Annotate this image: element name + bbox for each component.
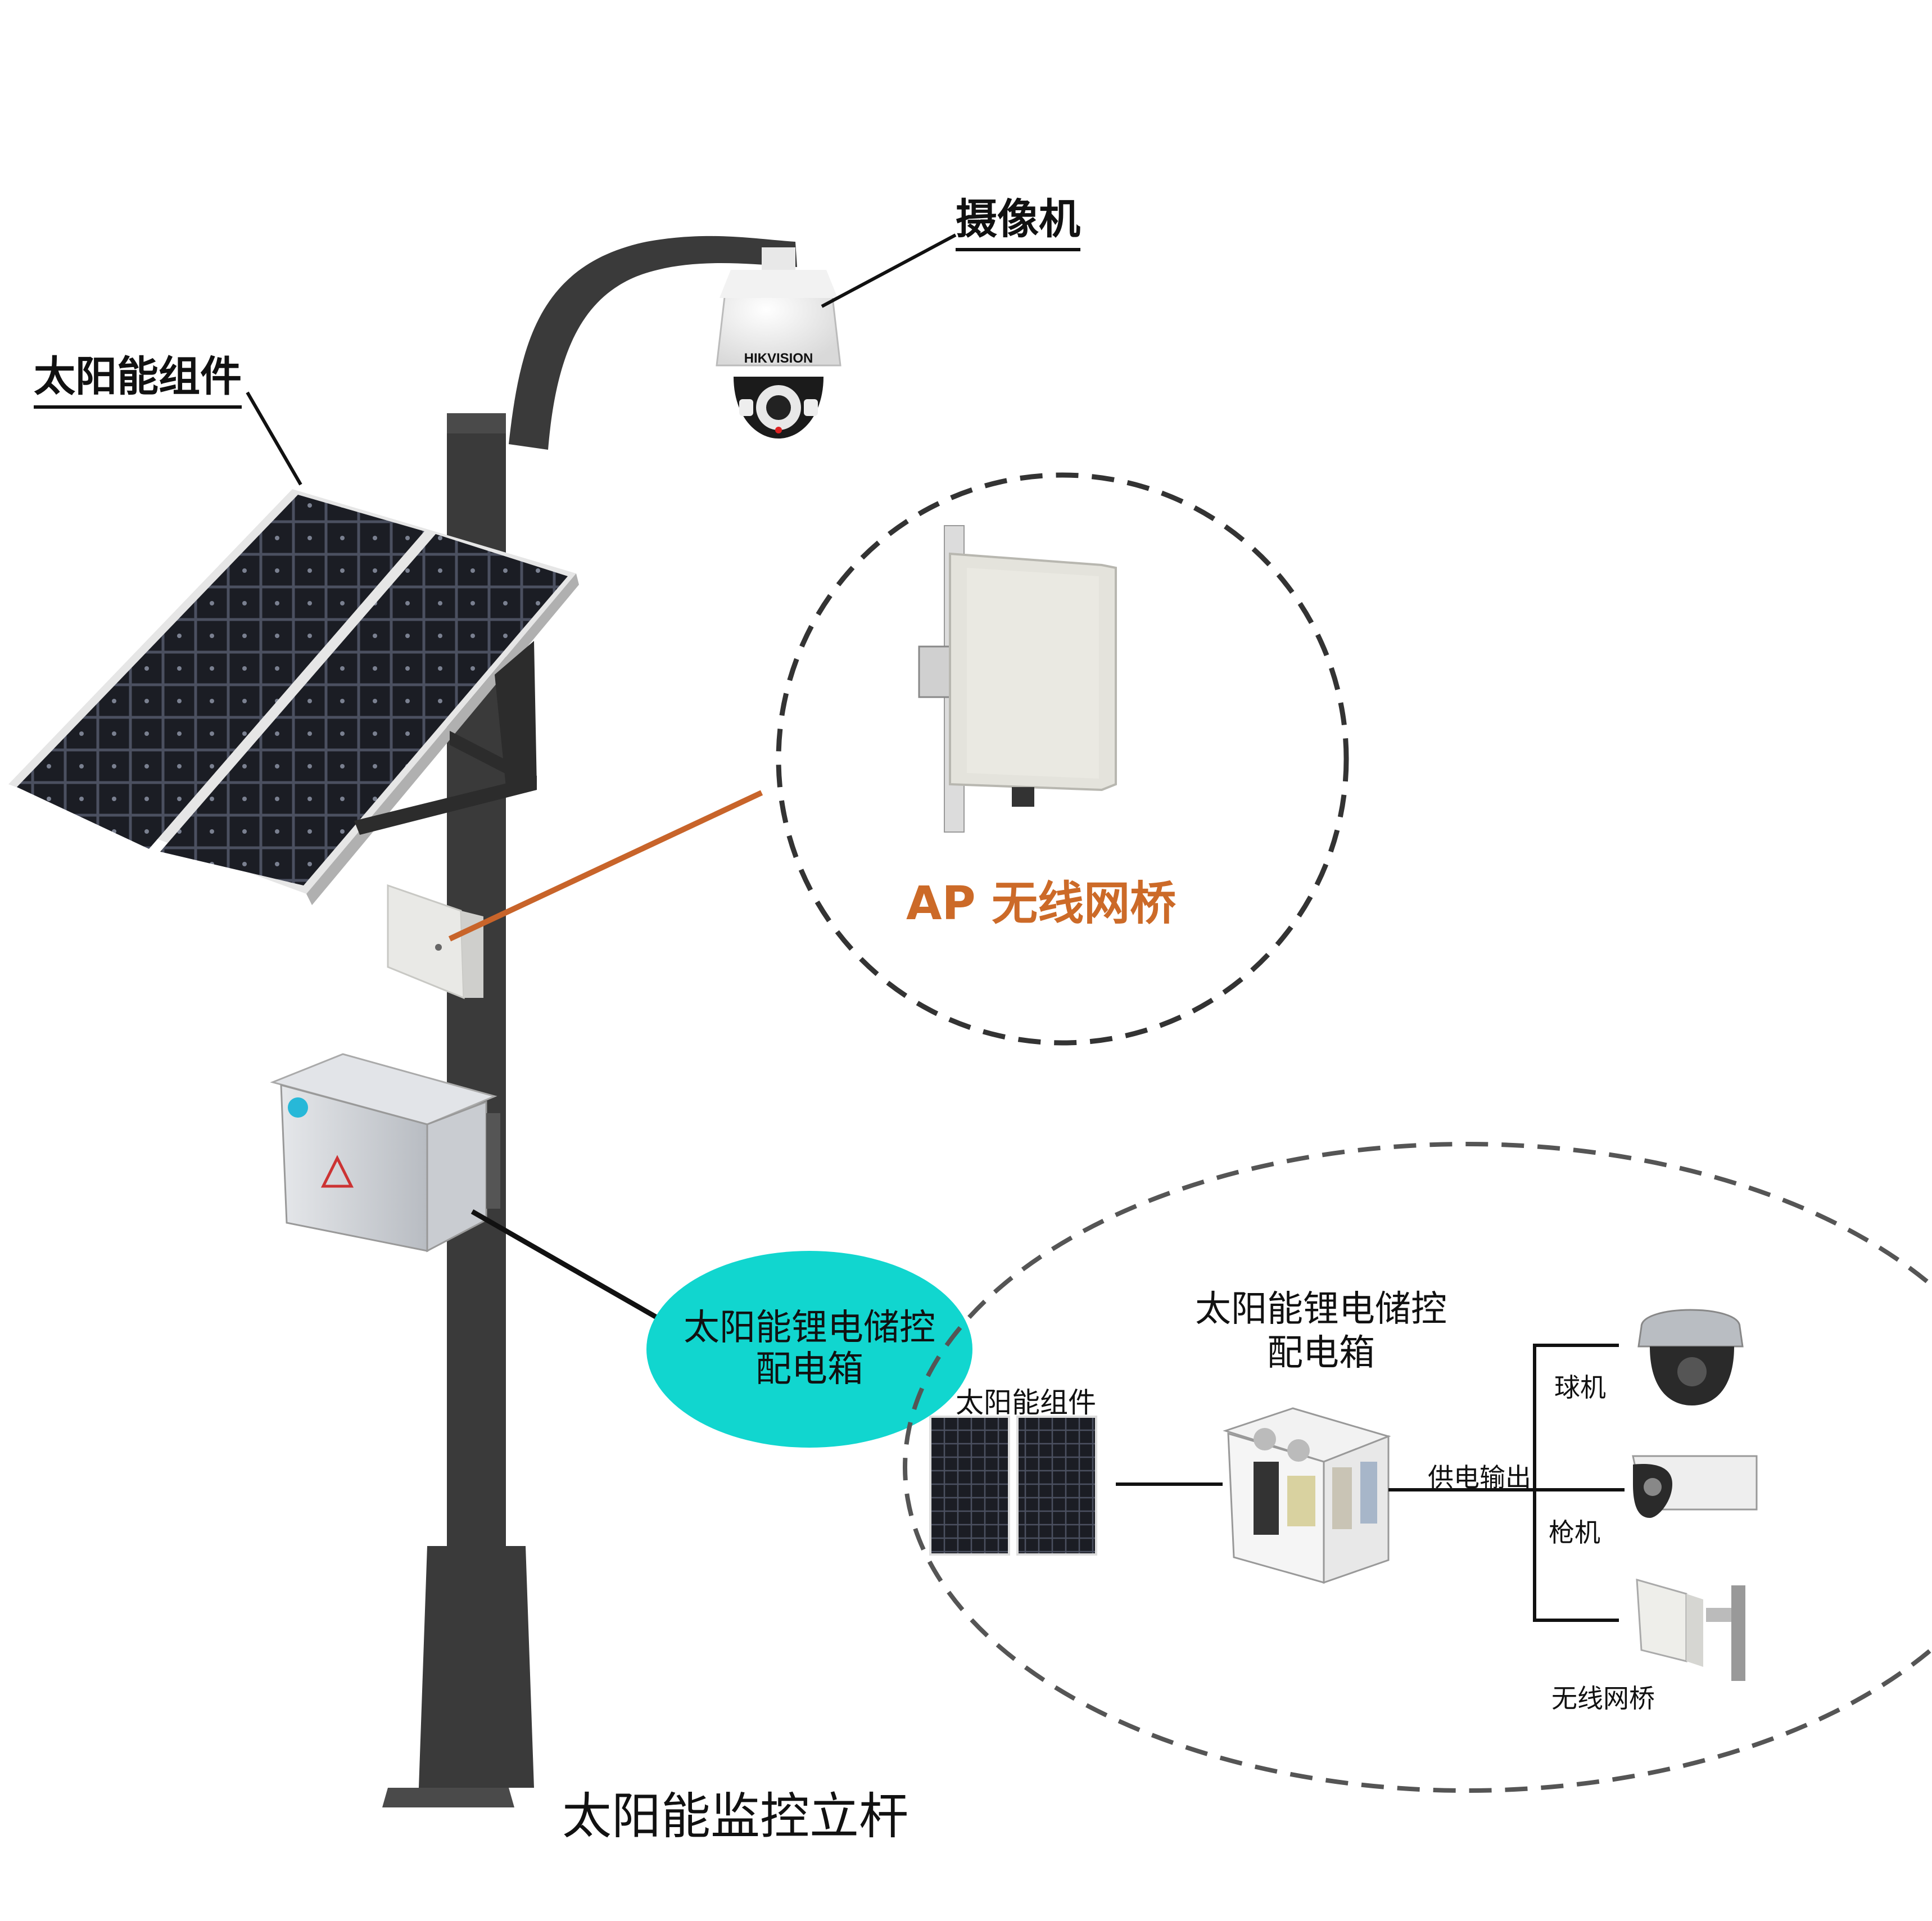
box-callout-ellipse <box>646 1251 972 1448</box>
solar-panel <box>8 489 579 905</box>
bullet-camera <box>1632 1455 1758 1518</box>
ap-leader-line <box>448 790 763 942</box>
inner-box-title-line1: 太阳能锂电储控 <box>1195 1289 1447 1330</box>
inner-box-title-line2: 配电箱 <box>1267 1332 1375 1374</box>
solar-leader-line <box>246 391 302 486</box>
ap-detail-circle <box>776 472 1349 1046</box>
ptz-camera: HIKVISION <box>716 247 841 439</box>
inner-distribution-box <box>1223 1407 1391 1584</box>
inner-box-title: 太阳能锂电储控 配电箱 <box>1175 1287 1467 1375</box>
pole-base <box>419 1546 534 1788</box>
inner-solar-panel-right <box>1016 1416 1097 1556</box>
system-detail-ellipse <box>903 1142 1932 1793</box>
box-callout-label: 太阳能锂电储控 配电箱 <box>652 1307 967 1390</box>
dome-camera <box>1637 1309 1744 1405</box>
wireless-bridge-label: 无线网桥 <box>1551 1683 1655 1714</box>
wireless-bridge-device <box>1636 1578 1745 1681</box>
box-callout-line1: 太阳能锂电储控 <box>684 1307 935 1349</box>
box-leader-line <box>470 1209 665 1323</box>
camera-leader-line <box>821 233 957 308</box>
camera-brand: HIKVISION <box>744 351 813 366</box>
pole-title: 太阳能监控立杆 <box>562 1787 909 1845</box>
distribution-box <box>270 1053 500 1253</box>
ap-bridge-label: AP 无线网桥 <box>906 877 1177 930</box>
dome-camera-label: 球机 <box>1554 1372 1606 1403</box>
solar-module-label: 太阳能组件 <box>34 343 242 409</box>
box-callout-line2: 配电箱 <box>755 1349 863 1390</box>
inner-solar-panel-left <box>929 1416 1010 1556</box>
ap-bridge-large <box>918 525 1117 833</box>
inner-solar-label: 太阳能组件 <box>956 1386 1096 1419</box>
pole <box>382 236 797 1807</box>
pole-arm <box>509 236 797 450</box>
ap-bridge-on-pole <box>387 884 483 1000</box>
bullet-camera-label: 枪机 <box>1549 1517 1600 1548</box>
camera-label: 摄像机 <box>956 186 1080 251</box>
power-output-label: 供电输出 <box>1428 1462 1531 1493</box>
